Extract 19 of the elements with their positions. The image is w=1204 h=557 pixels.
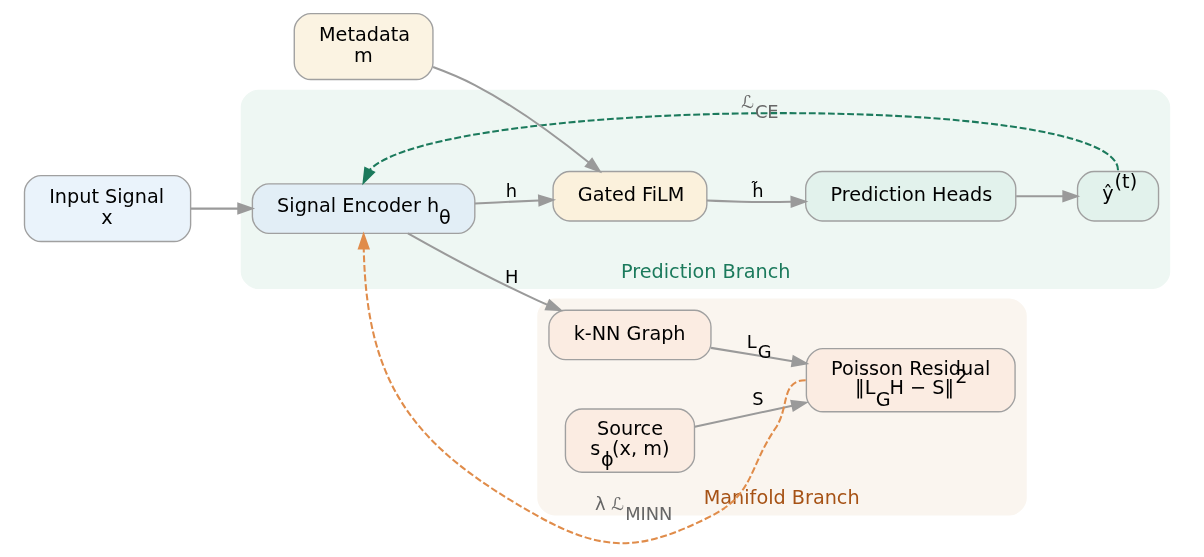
node-box: Input Signal x [23,174,191,243]
edge-label: h [505,179,517,201]
arrow [1015,190,1080,203]
arrow [432,66,602,174]
edge-label: h̃ [751,179,763,201]
arrow [190,202,255,215]
node-box: Gated FiLM [551,170,708,222]
node-box: Metadata m [293,12,434,81]
arrow [357,231,806,545]
node-box: Prediction Heads [804,170,1016,222]
arrow [710,346,809,368]
arrow [361,112,1119,186]
edge-label: H [504,266,518,288]
arrow [694,399,809,428]
arrow [706,195,808,209]
edge-label: S [751,388,763,410]
arrow [474,194,556,207]
node-box: k-NN Graph [547,309,712,361]
arrow [406,232,563,312]
